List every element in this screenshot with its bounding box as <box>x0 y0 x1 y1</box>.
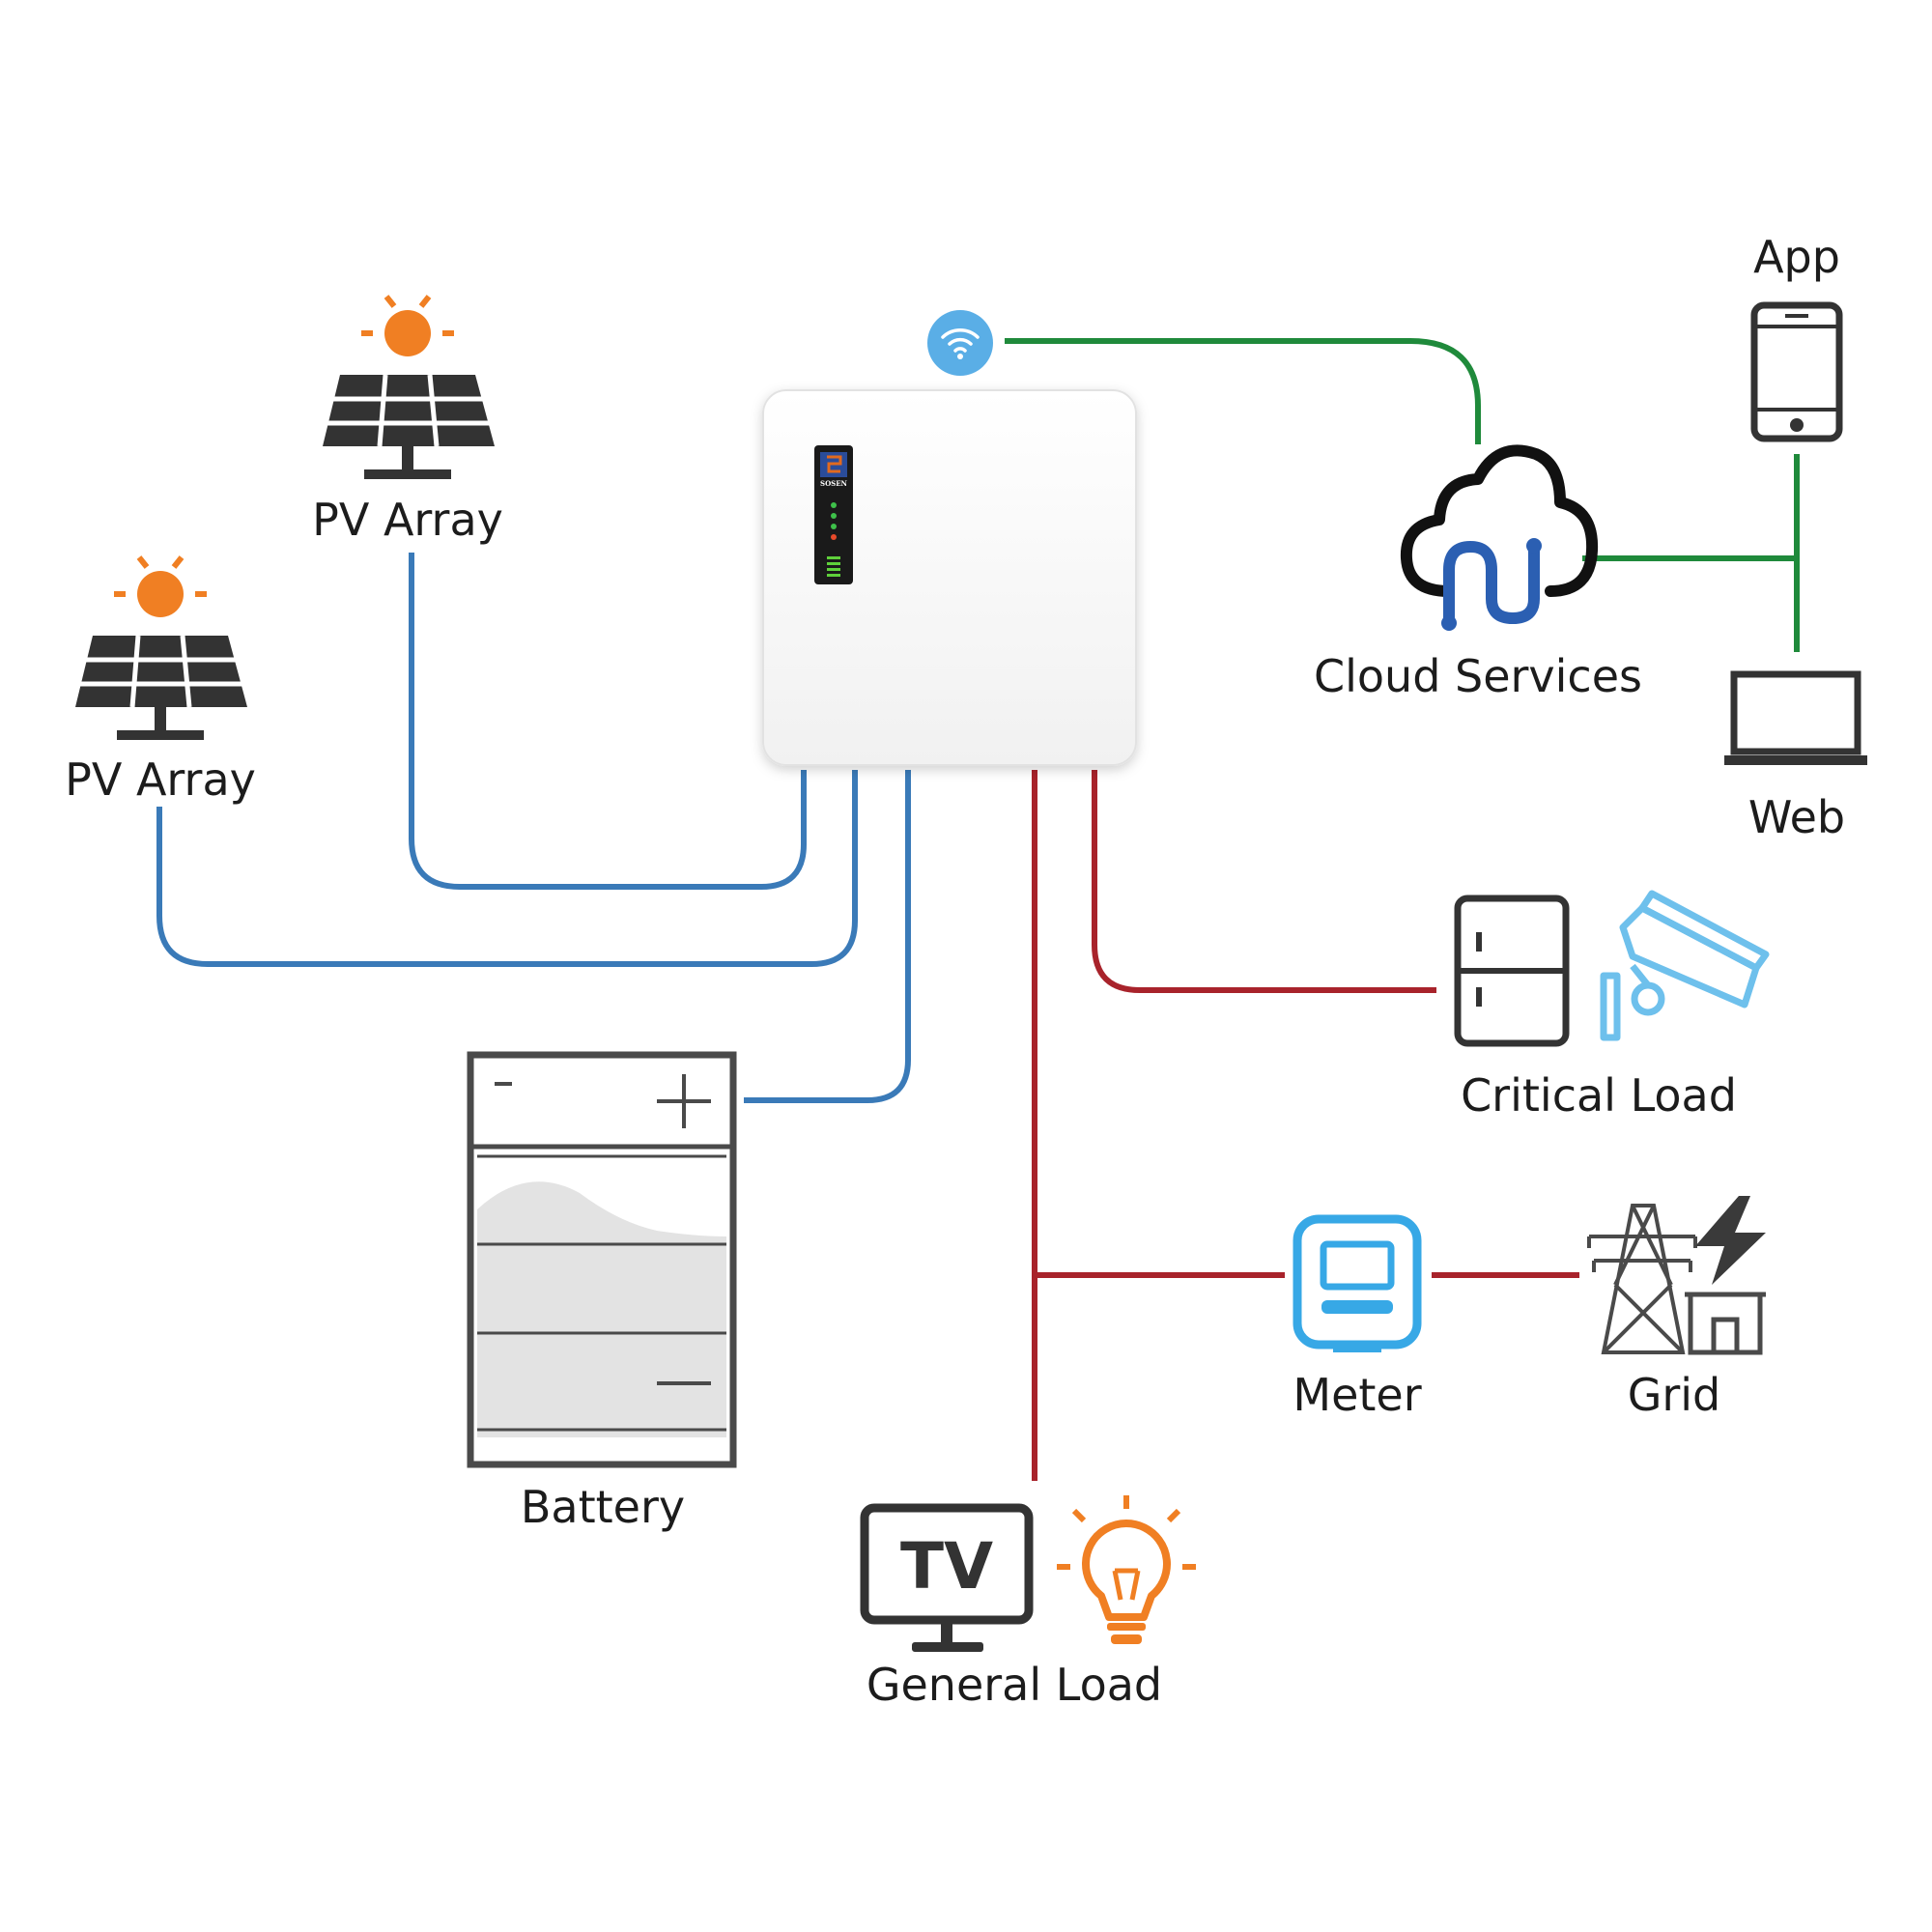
inverter-brand-label: SOSEN <box>820 479 848 488</box>
sun-icon <box>361 295 454 356</box>
light-bulb-icon <box>1057 1495 1196 1644</box>
cloud-icon <box>1400 444 1599 631</box>
meter-icon <box>1293 1214 1422 1352</box>
power-tower-icon <box>1587 1204 1697 1354</box>
tv-icon-text: TV <box>900 1529 993 1604</box>
cloud-services-label: Cloud Services <box>1314 650 1642 702</box>
battery-label: Battery <box>521 1481 685 1533</box>
inverter-to-critical-load-line <box>1092 770 1436 993</box>
security-camera-icon <box>1600 890 1770 1041</box>
tv-icon: TV <box>860 1503 1034 1652</box>
solar-panel-icon <box>75 635 247 740</box>
connections <box>156 338 1800 1481</box>
app-label: App <box>1753 231 1840 283</box>
pv-array-top-label: PV Array <box>312 494 503 546</box>
pv-array-top: PV Array <box>312 295 503 546</box>
meter-label: Meter <box>1293 1369 1421 1421</box>
pv-array-left-label: PV Array <box>65 753 256 806</box>
fridge-icon <box>1454 895 1570 1047</box>
pv-array-left: PV Array <box>65 555 256 806</box>
laptop-icon <box>1724 670 1867 765</box>
web-label: Web <box>1748 791 1845 843</box>
pv-top-to-inverter-line <box>409 553 807 890</box>
grid-label: Grid <box>1628 1369 1721 1421</box>
battery-to-inverter-line <box>744 770 911 1103</box>
wifi-icon <box>927 310 993 376</box>
house-icon <box>1685 1292 1766 1355</box>
battery-icon <box>467 1051 737 1468</box>
lightning-icon <box>1695 1196 1766 1285</box>
critical-load-label: Critical Load <box>1461 1069 1737 1122</box>
pv-left-to-inverter-line <box>156 770 858 967</box>
inverter: SOSEN <box>762 389 1137 766</box>
smartphone-icon <box>1750 301 1843 442</box>
sun-icon <box>114 555 207 617</box>
wifi-to-cloud-line <box>1005 338 1481 444</box>
general-load-label: General Load <box>867 1659 1162 1711</box>
solar-panel-icon <box>323 374 495 479</box>
